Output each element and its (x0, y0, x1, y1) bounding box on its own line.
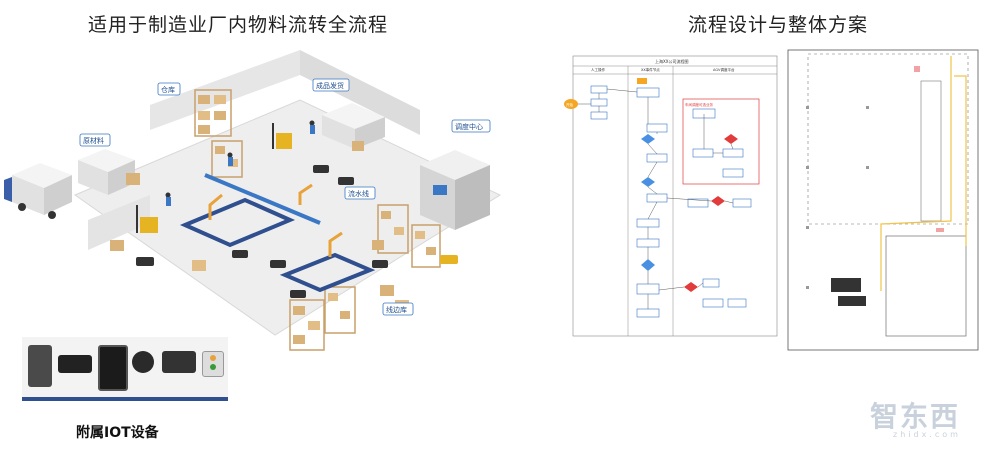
flow-start-node: 开始 (564, 99, 578, 109)
flow-highlight-label: 车间调度可选业务 (685, 102, 713, 107)
flow-lane-3: AGV调度平台 (713, 67, 735, 72)
flow-event-node (637, 78, 647, 84)
factory-isometric-illustration: 仓库 成品发货 原材料 调度中心 流水线 线边库 (4, 50, 502, 351)
flow-connectors (578, 88, 734, 309)
tablet-terminal-icon (98, 345, 128, 391)
watermark-url: zhidx.com (893, 430, 961, 439)
button-panel-icon (202, 351, 224, 377)
tag-finished-goods: 成品发货 (312, 78, 350, 92)
truck-left (4, 163, 72, 219)
svg-text:开始: 开始 (566, 102, 574, 107)
tag-dispatch-center: 调度中心 (451, 119, 491, 133)
flow-header: 上海XX公司流程图 (655, 58, 688, 64)
tag-line-storage: 线边库 (382, 302, 414, 316)
display-screen-icon (162, 351, 196, 373)
svg-text:线边库: 线边库 (386, 305, 407, 314)
iot-devices-caption: 附属IOT设备 (76, 425, 159, 441)
flow-lane-1: 人工操作 (591, 67, 605, 72)
flow-decision-blue (641, 134, 655, 271)
plan-agv-route (880, 56, 967, 291)
truck-raw-material (78, 149, 140, 195)
process-flowchart: 上海XX公司流程图 人工操作 XX事件节点 AGV调度平台 开始 车间调度可选业… (564, 55, 778, 337)
iot-devices-panel (22, 337, 228, 401)
floor-plan-layout (787, 49, 979, 351)
robot-arms (208, 183, 343, 257)
forklift-front (136, 205, 158, 233)
plan-columns (806, 106, 869, 289)
plan-storage-grid (831, 278, 866, 306)
agv-robots (136, 165, 458, 298)
plan-lower-zone (885, 235, 967, 337)
truck-finished-goods (322, 103, 385, 151)
svg-text:调度中心: 调度中心 (455, 122, 483, 131)
forklift-back (272, 123, 292, 149)
tag-assembly-line: 流水线 (344, 186, 376, 200)
industrial-pc-icon (28, 345, 52, 387)
sensor-icon (132, 351, 154, 373)
svg-text:原材料: 原材料 (83, 136, 104, 145)
tag-warehouse: 仓库 (157, 82, 181, 96)
svg-text:仓库: 仓库 (161, 85, 175, 94)
flow-highlight-region (682, 98, 760, 185)
conveyor-lines (179, 173, 376, 293)
left-section-title: 适用于制造业厂内物料流转全流程 (88, 14, 389, 36)
right-shelves (377, 204, 441, 268)
flow-decision-red (684, 134, 738, 292)
dispatch-building (420, 150, 490, 230)
line-storage-shelves (289, 286, 356, 351)
flow-frame (572, 55, 778, 337)
gateway-box-icon (58, 355, 92, 373)
side-wall (88, 195, 150, 250)
watermark-logo: 智东西 (870, 400, 961, 433)
flow-lane-2: XX事件节点 (641, 67, 660, 72)
svg-text:成品发货: 成品发货 (316, 81, 344, 90)
back-wall-right (300, 50, 420, 135)
svg-text:流水线: 流水线 (348, 189, 369, 198)
plan-red-markers (914, 66, 944, 232)
right-section-title: 流程设计与整体方案 (688, 14, 869, 36)
workers (165, 120, 315, 206)
tag-raw-material: 原材料 (79, 133, 111, 147)
plan-corridor (920, 80, 942, 222)
